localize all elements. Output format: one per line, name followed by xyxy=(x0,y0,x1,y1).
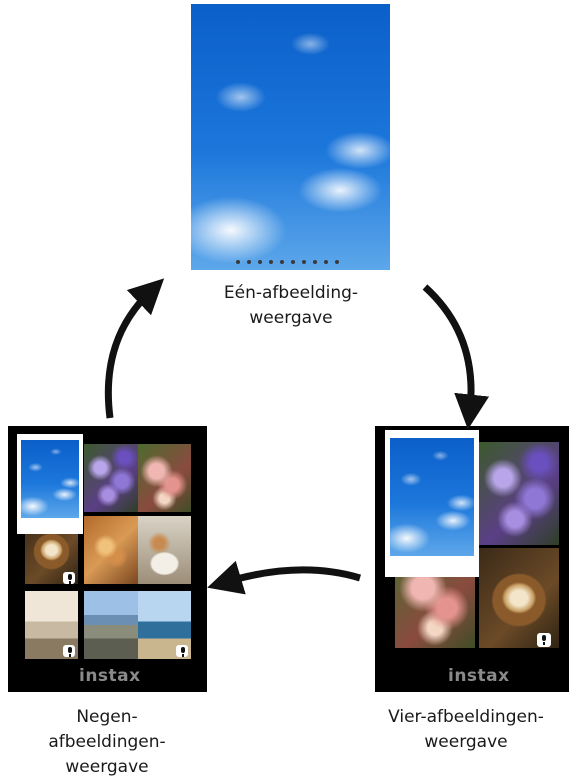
thumbnail xyxy=(84,516,138,584)
page-indicator-dots xyxy=(236,259,346,265)
page-dot xyxy=(258,260,262,264)
page-dot xyxy=(236,260,240,264)
instax-logo: instax xyxy=(79,666,141,686)
thumbnail xyxy=(479,548,559,648)
thumbnail xyxy=(84,591,138,659)
page-dot xyxy=(280,260,284,264)
microphone-icon xyxy=(537,633,551,647)
page-dot xyxy=(247,260,251,264)
arrow-icon xyxy=(104,278,165,419)
instax-logo: instax xyxy=(448,666,510,686)
nine-view-label: Negen- afbeeldingen- weergave xyxy=(48,707,166,777)
selected-photo-frame xyxy=(385,430,479,577)
page-dot xyxy=(324,260,328,264)
thumbnail xyxy=(479,442,559,545)
page-dot xyxy=(313,260,317,264)
page-dot xyxy=(269,260,273,264)
page-dot xyxy=(302,260,306,264)
microphone-icon xyxy=(63,645,75,657)
nine-image-view: instax xyxy=(8,426,207,692)
selected-photo-frame xyxy=(17,434,83,534)
four-view-label: Vier-afbeeldingen- weergave xyxy=(388,707,544,752)
thumbnail xyxy=(138,516,191,584)
arrow-icon xyxy=(422,284,490,430)
thumbnail xyxy=(84,444,138,512)
microphone-icon xyxy=(63,572,75,584)
selected-photo xyxy=(390,438,474,556)
arrow-icon xyxy=(207,560,362,595)
page-dot xyxy=(291,260,295,264)
thumbnail xyxy=(138,444,191,512)
single-view-photo xyxy=(191,4,390,270)
microphone-icon xyxy=(176,645,188,657)
selected-photo xyxy=(21,440,79,518)
page-dot xyxy=(335,260,339,264)
four-image-view: instax xyxy=(375,426,569,692)
single-view-label: Eén-afbeelding- weergave xyxy=(223,283,359,328)
